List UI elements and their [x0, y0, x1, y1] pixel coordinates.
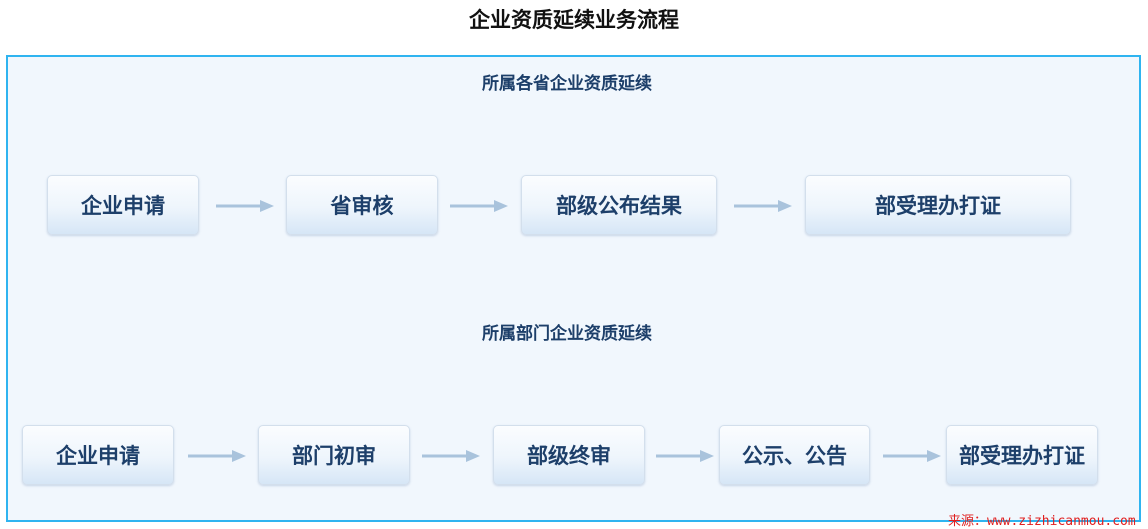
arrow-right-icon: [188, 450, 246, 462]
step-box: 部门初审: [258, 425, 410, 485]
arrow-right-icon: [734, 200, 792, 212]
section-title-department: 所属部门企业资质延续: [482, 324, 652, 344]
watermark: 来源：www.zizhicanmou.com: [948, 514, 1136, 529]
flow-frame: 所属各省企业资质延续 企业申请 省审核 部级公布结果 部受理办打证 所属部门企业…: [6, 55, 1141, 522]
step-box: 企业申请: [47, 175, 199, 235]
arrow-right-icon: [216, 200, 274, 212]
arrow-right-icon: [883, 450, 941, 462]
arrow-right-icon: [656, 450, 714, 462]
arrow-right-icon: [422, 450, 480, 462]
step-box: 部级终审: [493, 425, 645, 485]
step-box: 公示、公告: [719, 425, 870, 485]
step-box: 部受理办打证: [805, 175, 1071, 235]
step-box: 部受理办打证: [946, 425, 1098, 485]
diagram-title: 企业资质延续业务流程: [469, 8, 679, 32]
arrow-right-icon: [450, 200, 508, 212]
section-title-province: 所属各省企业资质延续: [482, 74, 652, 94]
step-box: 部级公布结果: [521, 175, 717, 235]
step-box: 省审核: [286, 175, 438, 235]
step-box: 企业申请: [22, 425, 174, 485]
